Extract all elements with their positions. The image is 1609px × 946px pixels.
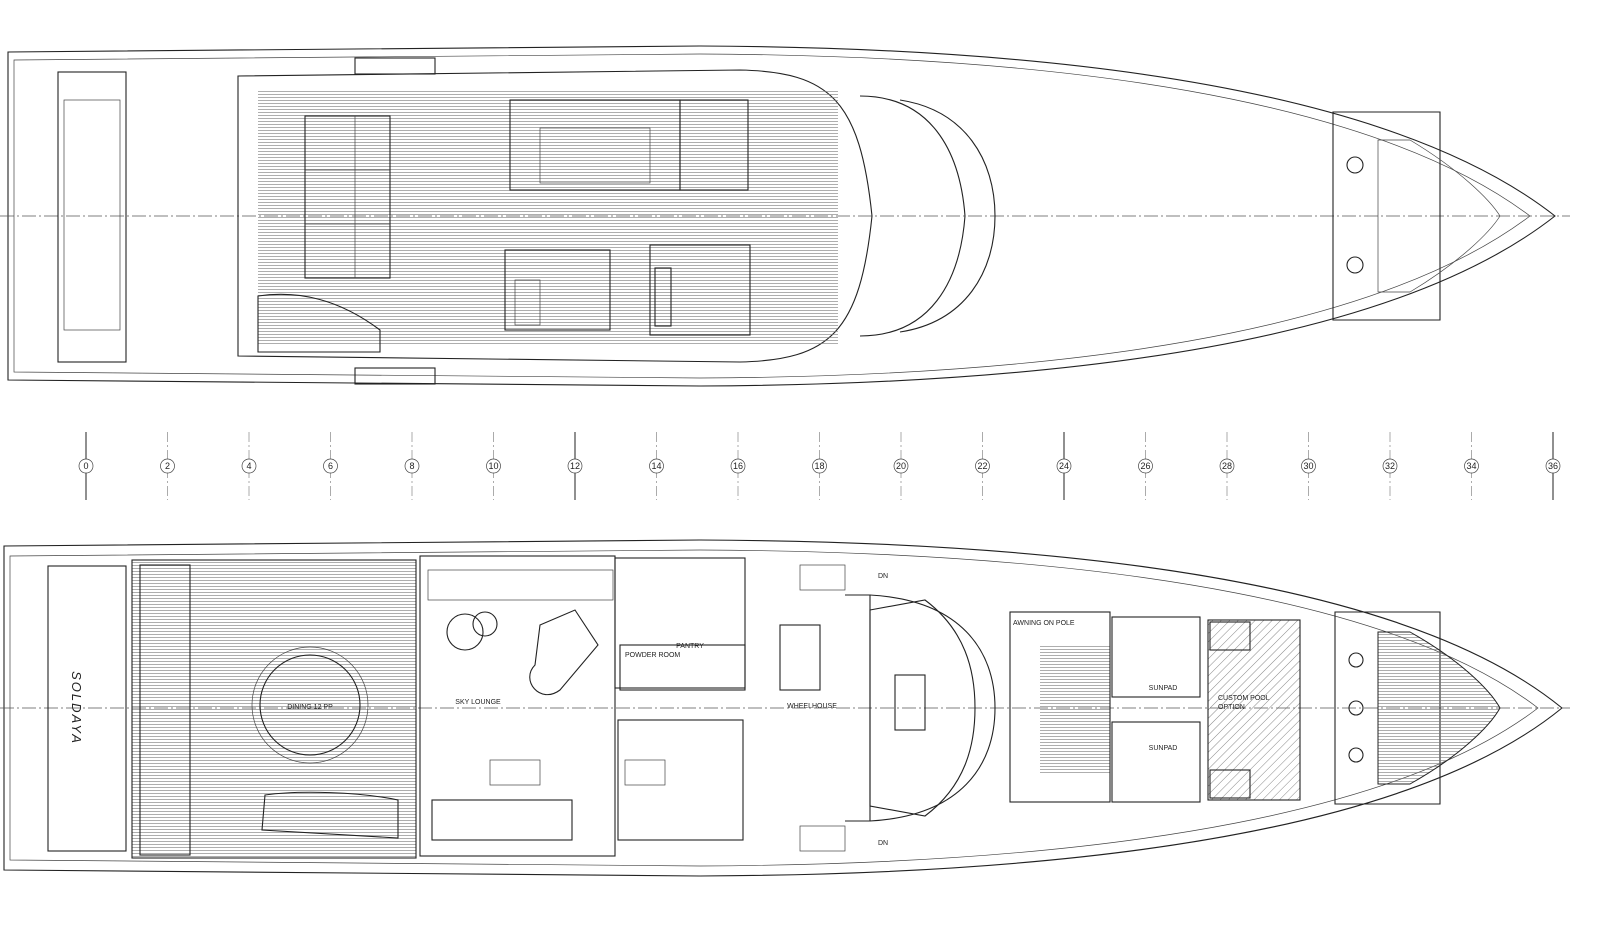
windshield	[859, 95, 966, 337]
frame-label: 0	[83, 461, 88, 471]
lower-hull-outline	[3, 539, 1563, 877]
frame-label: 12	[570, 461, 580, 471]
aft-deck-teak	[132, 560, 416, 858]
frame-marker	[241, 458, 257, 474]
frame-label: 14	[651, 461, 661, 471]
frame-label: 36	[1548, 461, 1558, 471]
frame-label: 26	[1140, 461, 1150, 471]
frame-marker	[1545, 458, 1561, 474]
frame-label: 20	[896, 461, 906, 471]
stair-dn-stbd: DN	[878, 840, 888, 847]
aft-stairs	[261, 791, 399, 839]
sky-lounge	[419, 555, 616, 857]
frame-marker	[1056, 458, 1072, 474]
upper-hull-outline	[7, 45, 1556, 387]
frame-label: 34	[1466, 461, 1476, 471]
frame-label: 16	[733, 461, 743, 471]
windlass-icon	[1348, 652, 1364, 668]
frame-marker	[812, 458, 827, 474]
sunpad-stbd	[1111, 721, 1201, 803]
powder-room	[619, 644, 746, 691]
flybridge-superstructure	[237, 69, 873, 363]
frame-marker	[567, 458, 583, 474]
frame-label: 22	[977, 461, 987, 471]
frame-marker	[486, 458, 501, 474]
frame-marker	[323, 458, 338, 474]
frame-marker	[730, 458, 746, 474]
lower-deck-plan: SOLDAYA DINING 12 PP SKY LOUNGE PANTRY P…	[0, 539, 1570, 877]
frame-marker	[1382, 458, 1398, 474]
teak-deck	[258, 90, 838, 346]
frame-label: 30	[1303, 461, 1313, 471]
frame-marker	[1138, 458, 1153, 474]
frame-marker	[649, 458, 664, 474]
dining-table	[259, 654, 361, 756]
frame-marker	[160, 458, 175, 474]
stair-dn-port: DN	[878, 573, 888, 580]
sunpad-stbd-label: SUNPAD	[1149, 745, 1178, 752]
frame-marker	[975, 458, 990, 474]
frame-marker	[1219, 458, 1235, 474]
windlass-icon	[1346, 256, 1364, 274]
awning-label: AWNING ON POLE	[1013, 620, 1075, 627]
swim-platform	[57, 71, 127, 363]
frame-label: 18	[814, 461, 824, 471]
bar-counter	[504, 249, 611, 331]
frame-marker	[404, 458, 420, 474]
frame-label: 2	[165, 461, 170, 471]
lounge-sofa	[431, 799, 573, 841]
frame-marker	[78, 458, 94, 474]
stairs	[257, 293, 381, 353]
frame-label: 8	[409, 461, 414, 471]
frame-label: 24	[1059, 461, 1069, 471]
boat-name: SOLDAYA	[69, 671, 84, 745]
frame-marker	[1464, 458, 1479, 474]
sunpad-port-label: SUNPAD	[1149, 685, 1178, 692]
foredeck-hatch	[1332, 111, 1441, 321]
frame-marker	[893, 458, 909, 474]
pool-label-2: OPTION	[1218, 704, 1245, 711]
sky-lounge-label: SKY LOUNGE	[455, 699, 501, 706]
windlass-icon	[1348, 700, 1364, 716]
frame-marker	[1301, 458, 1316, 474]
frame-label: 10	[488, 461, 498, 471]
sunpad-port	[1111, 616, 1201, 698]
windlass-icon	[1346, 156, 1364, 174]
forward-seating	[1009, 611, 1111, 803]
frame-label: 6	[328, 461, 333, 471]
grand-piano	[529, 609, 599, 696]
wheelhouse-label: WHEELHOUSE	[787, 703, 837, 710]
transom	[47, 565, 127, 852]
bow-foredeck	[1334, 611, 1441, 805]
frame-label: 4	[246, 461, 251, 471]
upper-deck-plan	[0, 45, 1570, 387]
pantry	[614, 557, 746, 689]
frame-label: 32	[1385, 461, 1395, 471]
powder-room-label: POWDER ROOM	[625, 652, 680, 659]
pool-label-1: CUSTOM POOL	[1218, 695, 1270, 702]
aft-sofa	[139, 564, 191, 856]
windlass-icon	[1348, 747, 1364, 763]
dining-label: DINING 12 PP	[287, 704, 333, 711]
pantry-label: PANTRY	[676, 643, 704, 650]
frame-label: 28	[1222, 461, 1232, 471]
sofa	[304, 115, 391, 279]
